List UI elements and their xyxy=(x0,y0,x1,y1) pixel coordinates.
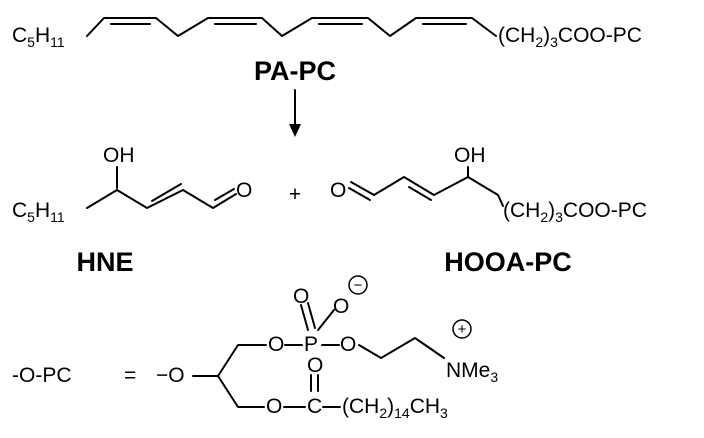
glycerol-backbone xyxy=(192,344,267,377)
hne-double-bond xyxy=(151,183,182,202)
pa-pc-carbon-chain xyxy=(86,17,497,37)
p-o-double-bond-a xyxy=(300,304,309,331)
pa-pc-structure: C5H11 (CH2)3COO-PC PA-PC xyxy=(12,17,642,86)
choline-chain xyxy=(358,337,445,359)
hooa-ester-label: (CH2)3COO-PC xyxy=(503,199,647,225)
hne-c5h11-label: C5H11 xyxy=(12,199,65,225)
p-o-double-bond-b xyxy=(307,302,316,329)
phosphorus-atom: P xyxy=(304,333,318,356)
hooa-carbon-chain xyxy=(373,176,504,207)
negative-charge-icon xyxy=(348,275,368,295)
hooa-carbonyl-bond xyxy=(348,187,371,201)
acyl-ester-o: O xyxy=(266,395,282,418)
phosphate-o-double: O xyxy=(293,285,309,308)
carbonyl-carbon: C xyxy=(307,395,322,418)
hooa-pc-name: HOOA-PC xyxy=(444,247,572,277)
hooa-pc-structure: O OH (CH2)3COO-PC HOOA-PC xyxy=(330,144,647,277)
phosphate-o-ester: O xyxy=(268,333,284,356)
trimethylammonium-label: NMe3 xyxy=(446,359,498,385)
negative-charge-sign: − xyxy=(354,277,363,294)
positive-charge-icon xyxy=(452,319,472,339)
pc-lhs-label: -O-PC xyxy=(12,364,72,387)
carbonyl-o: O xyxy=(307,354,323,377)
hne-aldehyde-o: O xyxy=(236,179,252,202)
plus-sign: + xyxy=(289,183,301,206)
hne-name: HNE xyxy=(76,247,133,277)
pc-attach-o: −O xyxy=(156,364,185,387)
pa-pc-c5h11-label: C5H11 xyxy=(12,24,65,50)
phosphate-o-minus: O xyxy=(333,295,349,318)
hooa-aldehyde-o: O xyxy=(330,179,346,202)
palmitoyl-chain-label: (CH2)14CH3 xyxy=(342,395,448,421)
reaction-arrow xyxy=(289,89,301,137)
hne-hydroxyl-label: OH xyxy=(103,144,135,167)
hne-carbon-chain xyxy=(86,189,237,209)
hne-carbonyl-bond xyxy=(214,188,235,201)
hne-structure: OH C5H11 O HNE xyxy=(12,144,252,277)
pc-equals-sign: = xyxy=(124,364,136,387)
hooa-hydroxyl-label: OH xyxy=(454,144,486,167)
hooa-double-bond xyxy=(408,186,432,201)
hooa-carbonyl-bond-2 xyxy=(350,181,375,196)
pc-definition-structure: -O-PC = −O O P O O O − NMe3 + O C O (CH2… xyxy=(12,275,498,421)
pa-pc-ester-label: (CH2)3COO-PC xyxy=(498,24,642,50)
phosphate-o-bridge: O xyxy=(340,333,356,356)
positive-charge-sign: + xyxy=(458,321,467,338)
pa-pc-name: PA-PC xyxy=(254,56,336,86)
